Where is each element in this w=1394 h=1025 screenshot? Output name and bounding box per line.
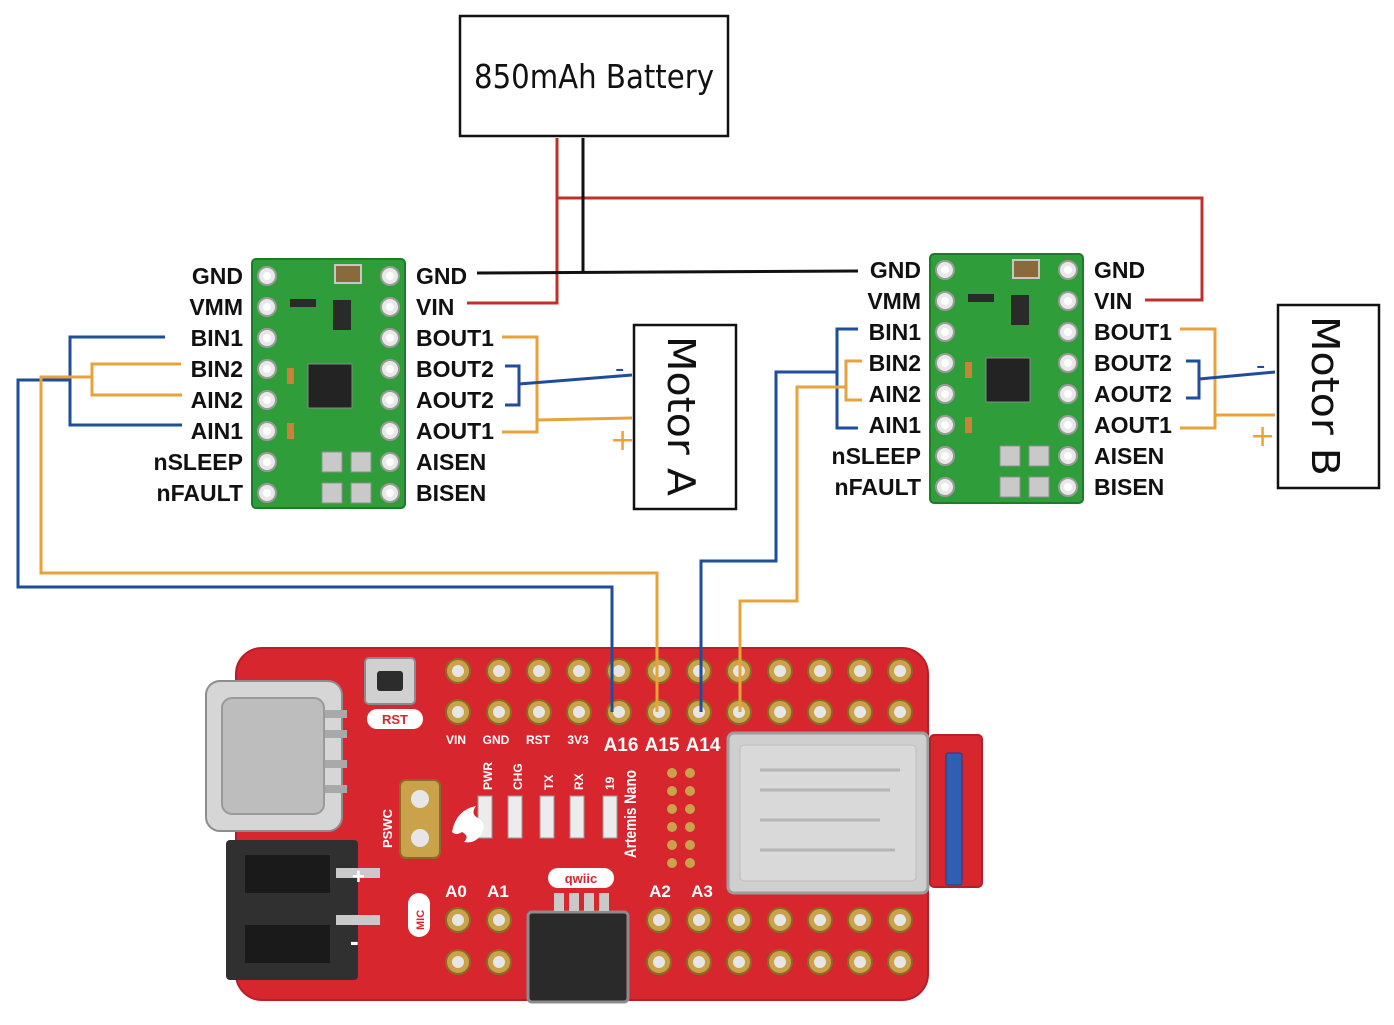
wire-right-bin2-ain2	[844, 359, 862, 402]
driver-left-pin-bin1: BIN1	[191, 325, 244, 351]
driver-right-pin-bout1: BOUT1	[1094, 319, 1172, 345]
driver-left-chip	[307, 363, 353, 409]
motor-b-plus: +	[1250, 419, 1275, 454]
driver-right-pin-gnd-r: GND	[1094, 257, 1145, 283]
board-minus-sign: -	[350, 926, 359, 956]
wire-right-bin1-ain1	[835, 327, 858, 430]
header-label-vin: VIN	[446, 733, 466, 747]
header-label-3v3: 3V3	[567, 733, 589, 747]
driver-right-pin-bin1: BIN1	[869, 319, 922, 345]
driver-right-pin-vmm: VMM	[867, 288, 921, 314]
driver-right-pin-aisen: AISEN	[1094, 443, 1164, 469]
wire-left-motor-plus	[536, 416, 633, 422]
wire-left-bin1-ain1	[68, 335, 182, 427]
driver-left-pin-ain1: AIN1	[191, 418, 244, 444]
wire-gnd-bus	[476, 269, 859, 275]
board-header-bottom	[445, 907, 913, 975]
driver-right-pin-bin2: BIN2	[869, 350, 921, 376]
board-leds	[477, 795, 618, 839]
led-label-19: 19	[603, 776, 617, 790]
wires-board-ends	[610, 640, 742, 712]
driver-right-pin-ain1: AIN1	[869, 412, 922, 438]
driver-left: GND VMM BIN1 BIN2 AIN2 AIN1 nSLEEP nFAUL…	[154, 258, 494, 509]
driver-right-pin-gnd: GND	[870, 257, 921, 283]
driver-right: GND VMM BIN1 BIN2 AIN2 AIN1 nSLEEP nFAUL…	[832, 253, 1172, 504]
driver-right-pin-aout1: AOUT1	[1094, 412, 1172, 438]
led-label-rx: RX	[572, 773, 586, 790]
pin-label-a0: A0	[445, 882, 467, 901]
rst-label: RST	[382, 712, 408, 727]
wire-right-to-a13	[738, 385, 846, 710]
board-name-label: Artemis Nano	[621, 770, 640, 858]
wire-right-motor-minus	[1198, 370, 1276, 381]
driver-left-pin-bout1: BOUT1	[416, 325, 494, 351]
pin-label-a16: A16	[604, 735, 639, 756]
driver-left-pin-bout2: BOUT2	[416, 356, 494, 382]
driver-right-pin-bout2: BOUT2	[1094, 350, 1172, 376]
motor-a-label: Motor A	[659, 336, 703, 496]
wire-left-bout2-aout2	[505, 364, 521, 407]
led-label-tx: TX	[542, 775, 556, 790]
wire-left-to-a15	[39, 375, 659, 710]
driver-left-pin-bin2: BIN2	[191, 356, 243, 382]
pin-label-a2: A2	[649, 882, 671, 901]
driver-left-pin-aisen: AISEN	[416, 449, 486, 475]
driver-left-capacitor	[334, 264, 362, 284]
driver-right-pin-aout2: AOUT2	[1094, 381, 1172, 407]
pin-label-a15: A15	[645, 735, 680, 756]
pin-label-a3: A3	[691, 882, 713, 901]
header-label-gnd: GND	[483, 733, 510, 747]
wire-battery-vin-left	[467, 138, 559, 305]
driver-left-pin-gnd-r: GND	[416, 263, 467, 289]
qwiic-label: qwiic	[565, 871, 598, 886]
driver-left-pin-gnd: GND	[192, 263, 243, 289]
driver-left-pin-aout1: AOUT1	[416, 418, 494, 444]
driver-right-pin-vin: VIN	[1094, 288, 1132, 314]
battery-box: 850mAh Battery	[458, 14, 730, 138]
driver-right-pin-nfault: nFAULT	[835, 474, 921, 500]
sparkfun-logo	[452, 806, 484, 843]
driver-right-chip	[985, 357, 1031, 403]
driver-left-pin-nsleep: nSLEEP	[154, 449, 243, 475]
motor-b-box: Motor B - +	[1250, 303, 1381, 490]
battery-label: 850mAh Battery	[474, 57, 714, 96]
debug-header	[667, 768, 695, 868]
driver-left-pin-ain2: AIN2	[191, 387, 243, 413]
led-label-pwr: PWR	[481, 762, 495, 790]
qwiic-connector	[526, 910, 630, 1004]
driver-left-pin-nfault: nFAULT	[157, 480, 243, 506]
wire-left-motor-minus	[518, 373, 633, 386]
driver-left-pin-bisen: BISEN	[416, 480, 486, 506]
pin-label-a1: A1	[487, 882, 509, 901]
driver-right-capacitor	[1012, 259, 1040, 279]
driver-left-pin-vmm: VMM	[189, 294, 243, 320]
board-plus-sign: +	[352, 864, 365, 889]
driver-left-pin-aout2: AOUT2	[416, 387, 494, 413]
driver-left-pin-vin: VIN	[416, 294, 454, 320]
driver-right-pin-nsleep: nSLEEP	[832, 443, 921, 469]
wire-right-bout2-aout2	[1186, 359, 1201, 400]
motor-b-label: Motor B	[1303, 316, 1347, 476]
motor-a-box: Motor A - +	[610, 323, 738, 511]
motor-a-plus: +	[610, 423, 635, 458]
driver-right-pin-bisen: BISEN	[1094, 474, 1164, 500]
artemis-board: + - RST VIN GND RST 3V3 A16 A15	[205, 647, 983, 1004]
header-label-rst: RST	[526, 733, 551, 747]
wire-right-to-a14	[699, 370, 837, 710]
driver-right-transistor	[1011, 295, 1029, 325]
mic-label: MIC	[415, 910, 427, 930]
pin-label-a14: A14	[686, 735, 721, 756]
motor-a-minus: -	[615, 354, 624, 384]
led-label-chg: CHG	[511, 763, 525, 790]
wire-left-bout1-aout1	[502, 335, 539, 434]
pswc-label: PSWC	[380, 808, 395, 848]
driver-right-pin-ain2: AIN2	[869, 381, 921, 407]
motor-b-minus: -	[1256, 351, 1265, 381]
driver-left-transistor	[333, 300, 351, 330]
wires	[16, 138, 1276, 710]
wire-battery-vin-right	[557, 196, 1204, 302]
wire-left-bin2-ain2	[90, 362, 182, 397]
wire-left-to-a16	[16, 378, 614, 710]
